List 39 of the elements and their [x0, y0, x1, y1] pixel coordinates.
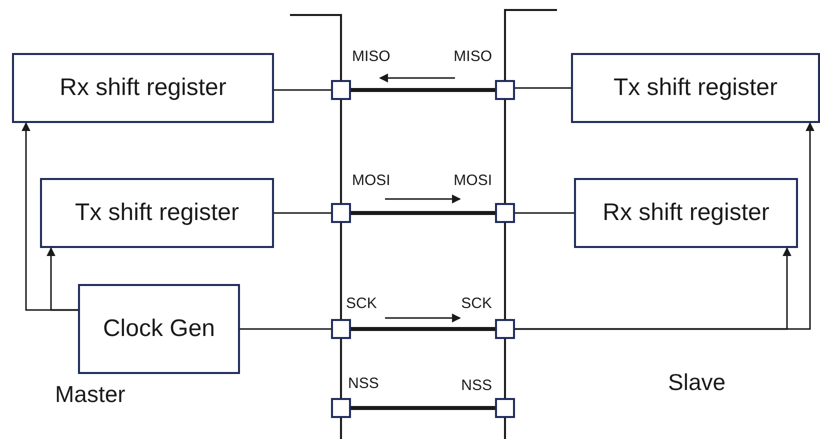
pin-label: NSS [461, 377, 492, 395]
pin-square [495, 319, 515, 339]
device-label: Slave [668, 369, 726, 396]
bus-line [351, 211, 495, 215]
register-box [574, 178, 798, 248]
block-label: Rx shift register [60, 74, 226, 102]
connector-line [274, 212, 331, 214]
device-label: Master [55, 381, 126, 408]
bus-line [351, 88, 495, 92]
pin-label: MISO [352, 48, 390, 66]
arrow [515, 122, 814, 330]
block-label: Tx shift register [74, 199, 240, 227]
pin-label: SCK [346, 295, 377, 313]
connector-line [515, 87, 571, 89]
connector-line [515, 212, 574, 214]
connector-line [274, 89, 331, 91]
pin-square [331, 80, 351, 100]
pin-square [495, 80, 515, 100]
register-box [78, 284, 240, 374]
pin-square [495, 398, 515, 418]
block-label: Rx shift register [602, 199, 770, 227]
arrow [22, 122, 78, 311]
register-box [12, 53, 274, 123]
pin-square [495, 203, 515, 223]
register-box [571, 53, 820, 123]
pin-square [331, 319, 351, 339]
bus-line [351, 327, 495, 331]
pin-square [331, 398, 351, 418]
pin-label: NSS [348, 375, 379, 393]
pin-label: MISO [454, 48, 492, 66]
bus-line [351, 406, 495, 410]
block-label: Tx shift register [613, 74, 778, 102]
pin-label: MOSI [352, 172, 390, 190]
register-box [40, 178, 274, 248]
pin-label: SCK [461, 295, 492, 313]
pin-label: MOSI [454, 172, 492, 190]
block-label: Clock Gen [102, 315, 216, 343]
connector-line [240, 328, 331, 330]
pin-square [331, 203, 351, 223]
